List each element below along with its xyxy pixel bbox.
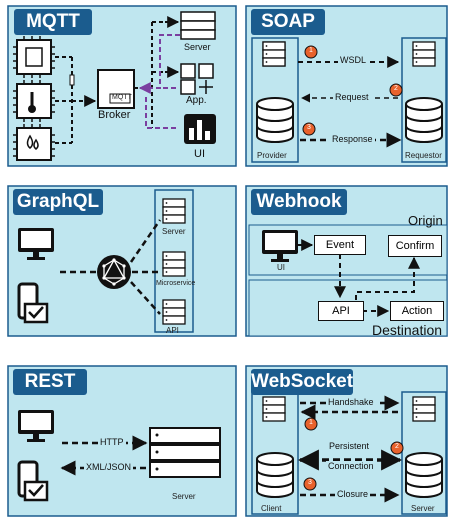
graphql-server-label: Server [162, 227, 186, 236]
connection-label: Connection [326, 461, 376, 471]
broker-label: Broker [98, 109, 131, 121]
soap-step-3-number: 3 [307, 124, 311, 131]
ws-step-2-badge [390, 441, 404, 455]
xml-json-label: XML/JSON [84, 462, 134, 472]
requestor-label: Requestor [405, 151, 442, 160]
mqtt-app-label: App. [186, 95, 207, 106]
persistent-label: Persistent [329, 441, 370, 451]
graphql-microservice-icon [162, 251, 186, 277]
rest-server-icon [149, 427, 221, 478]
action-box: Action [390, 301, 444, 321]
soap-title: SOAP [251, 9, 325, 35]
soap-step-3-badge [302, 122, 316, 136]
handshake-label: Handshake [326, 397, 376, 407]
humidity-chip-icon [13, 124, 55, 161]
request-label: Request [333, 92, 371, 102]
graphql-panel [7, 185, 237, 337]
response-label: Response [330, 134, 375, 144]
server-server-icon [412, 396, 436, 422]
mqtt-server-label: Server [184, 42, 211, 52]
rest-server-label: Server [172, 492, 196, 501]
websocket-title: WebSocket [251, 369, 353, 395]
mqtt-server-icon [180, 11, 216, 40]
mqtt-title: MQTT [14, 9, 92, 35]
ws-server-label: Server [411, 504, 435, 513]
event-box: Event [314, 235, 366, 255]
api-box: API [318, 301, 364, 321]
soap-step-1-badge [304, 45, 318, 59]
provider-label: Provider [257, 151, 287, 160]
graphql-server-icon [162, 198, 186, 224]
server-database-icon [405, 452, 443, 498]
ws-step-3-badge [303, 477, 317, 491]
graphql-api-label: API [166, 326, 179, 335]
graphql-title: GraphQL [13, 189, 103, 215]
graphql-api-icon [162, 299, 186, 325]
app-icon [180, 63, 214, 95]
mqtt-ui-label: UI [194, 148, 205, 160]
ws-step-2-number: 2 [395, 443, 399, 450]
mqtt-panel [7, 5, 237, 167]
ws-step-3-number: 3 [308, 479, 312, 486]
wsdl-label: WSDL [338, 55, 369, 65]
soap-step-2-badge [389, 83, 403, 97]
closure-label: Closure [335, 489, 371, 499]
client-database-icon [256, 452, 294, 498]
origin-label: Origin [408, 213, 443, 228]
ws-client-label: Client [261, 504, 282, 513]
destination-label: Destination [372, 322, 443, 338]
ws-step-1-badge [304, 417, 318, 431]
graphql-logo-icon [97, 255, 131, 289]
soap-step-2-number: 2 [394, 85, 398, 92]
device-chip-icon [13, 36, 55, 78]
http-label: HTTP [98, 437, 126, 447]
soap-panel [245, 5, 448, 167]
requestor-server-icon [412, 41, 436, 67]
rest-title: REST [13, 369, 87, 395]
ui-dashboard-icon [184, 114, 216, 144]
requestor-database-icon [405, 97, 443, 143]
webhook-ui-label: UI [277, 263, 285, 272]
soap-step-1-number: 1 [309, 47, 313, 54]
client-server-icon [262, 396, 286, 422]
confirm-box: Confirm [388, 235, 442, 257]
provider-database-icon [256, 97, 294, 143]
broker-icon [97, 69, 135, 109]
thermometer-chip-icon [13, 80, 55, 122]
broker-tag: MQTT [112, 94, 132, 101]
graphql-microservice-label: Microservice [156, 280, 196, 287]
ws-step-1-number: 1 [309, 419, 313, 426]
webhook-title: Webhook [251, 189, 347, 215]
provider-server-icon [262, 41, 286, 67]
